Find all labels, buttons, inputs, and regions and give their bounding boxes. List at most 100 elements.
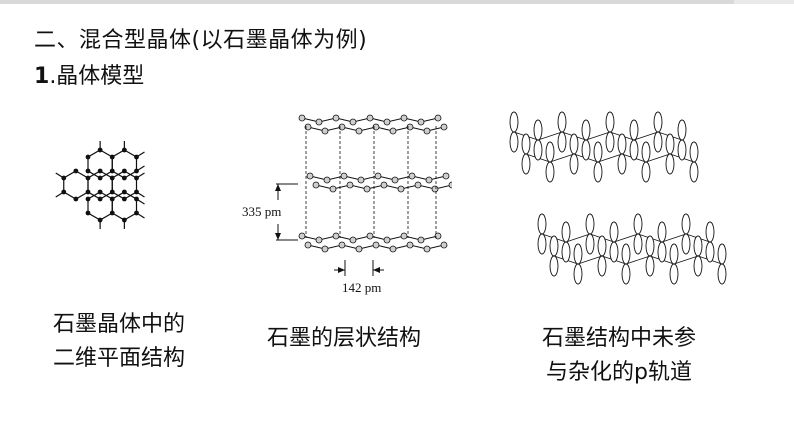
top-accent-line xyxy=(0,0,794,4)
carbon-atom xyxy=(134,175,139,181)
p-orbital-lobe xyxy=(521,133,531,155)
carbon-atom xyxy=(134,189,139,195)
caption-layer-line1: 石墨的层状结构 xyxy=(266,326,421,351)
carbon-atom xyxy=(85,154,91,160)
hexagonal-lattice-diagram xyxy=(55,141,145,229)
carbon-atom xyxy=(338,123,346,131)
p-orbital-figure xyxy=(500,96,740,302)
carbon-atom xyxy=(121,189,127,195)
p-orbital-lobe xyxy=(617,133,627,155)
carbon-atom xyxy=(389,127,397,135)
carbon-atom xyxy=(383,236,391,244)
p-orbital-lobe xyxy=(557,111,567,133)
p-orbital-lobe xyxy=(585,233,595,255)
p-orbital-lobe xyxy=(533,139,543,161)
carbon-atom xyxy=(440,241,448,249)
carbon-atom xyxy=(391,176,399,184)
p-orbital-lobe xyxy=(537,233,547,255)
hexagon-ring xyxy=(87,149,113,179)
carbon-atom xyxy=(73,168,79,174)
carbon-atom xyxy=(121,175,127,181)
carbon-atom xyxy=(408,172,416,180)
carbon-atom xyxy=(349,118,357,126)
carbon-atom xyxy=(304,241,312,249)
p-orbital-lobe xyxy=(509,131,519,153)
sheet-bond xyxy=(633,131,659,141)
carbon-atom xyxy=(355,127,363,135)
carbon-atom xyxy=(134,154,139,160)
carbon-atom xyxy=(109,196,115,202)
carbon-atom xyxy=(97,196,103,202)
p-orbital-lobe xyxy=(597,255,607,277)
p-orbital-lobe xyxy=(689,141,699,163)
carbon-atom xyxy=(298,114,306,122)
p-orbital-lobe xyxy=(665,153,675,175)
hexagon-ring xyxy=(111,170,138,200)
carbon-atom xyxy=(323,176,331,184)
p-orbital-lobe xyxy=(569,153,579,175)
p-orbital-lobe xyxy=(533,119,543,141)
p-orbital-lobe xyxy=(677,119,687,141)
carbon-atom xyxy=(357,176,365,184)
carbon-atom xyxy=(109,175,115,181)
carbon-atom xyxy=(425,176,433,184)
sheet-bond xyxy=(537,131,563,141)
carbon-atom xyxy=(346,181,354,189)
carbon-atom xyxy=(414,181,422,189)
p-orbital-lobe xyxy=(629,139,639,161)
carbon-atom xyxy=(400,114,408,122)
carbon-atom xyxy=(374,172,382,180)
p-orbital-lobe xyxy=(669,243,679,265)
graphite-layer xyxy=(298,232,448,253)
p-orbital-lobe xyxy=(597,235,607,257)
p-orbital-lobe xyxy=(605,131,615,153)
interlayer-distance-label: 335 pm xyxy=(242,204,281,219)
p-orbital-lobe xyxy=(677,139,687,161)
sheet-bond xyxy=(661,233,687,243)
graphite-layer xyxy=(298,114,448,135)
p-orbital-lobe xyxy=(657,221,667,243)
sheet-bond xyxy=(577,255,603,265)
carbon-atom xyxy=(109,189,115,195)
carbon-atom xyxy=(298,232,306,240)
carbon-atom xyxy=(440,123,448,131)
carbon-atom xyxy=(85,175,91,181)
carbon-atom xyxy=(85,196,91,202)
p-orbital-lobe xyxy=(609,241,619,263)
bond-length-label: 142 pm xyxy=(342,280,381,295)
caption-plane-line1: 石墨晶体中的 xyxy=(52,312,185,337)
sheet-bond xyxy=(625,255,651,265)
carbon-atom xyxy=(332,232,340,240)
sheet-bond xyxy=(585,131,611,141)
graphite-layer xyxy=(306,172,452,193)
p-orbital-lobe xyxy=(545,161,555,183)
p-orbital-lobe xyxy=(681,233,691,255)
carbon-atom xyxy=(121,147,127,153)
carbon-atom xyxy=(383,118,391,126)
p-orbital-lobe xyxy=(521,153,531,175)
hexagon-ring xyxy=(63,170,89,200)
p-orbital-lobe xyxy=(609,221,619,243)
orbital-sheet xyxy=(537,213,727,285)
p-orbital-lobe xyxy=(633,233,643,255)
sheet-bond xyxy=(565,233,591,243)
carbon-atom xyxy=(417,118,425,126)
carbon-atom xyxy=(85,210,91,216)
p-orbital-lobe xyxy=(653,111,663,133)
layered-structure-diagram: 335 pm 142 pm xyxy=(242,114,452,295)
carbon-atom xyxy=(134,196,139,202)
p-orbital-lobe xyxy=(585,213,595,235)
carbon-atom xyxy=(121,196,127,202)
carbon-atom xyxy=(363,185,371,193)
caption-orbital-line2: 与杂化的p轨道 xyxy=(546,360,692,385)
carbon-atom xyxy=(109,168,115,174)
carbon-atom xyxy=(397,185,405,193)
carbon-atom xyxy=(406,241,414,249)
carbon-atom xyxy=(97,168,103,174)
p-orbital-lobe xyxy=(717,263,727,285)
carbon-atom xyxy=(423,127,431,135)
caption-plane-structure: 石墨晶体中的 二维平面结构 xyxy=(44,308,194,376)
p-orbital-lobe xyxy=(641,161,651,183)
p-orbital-diagram xyxy=(509,111,727,285)
p-orbital-lobe xyxy=(693,235,703,257)
